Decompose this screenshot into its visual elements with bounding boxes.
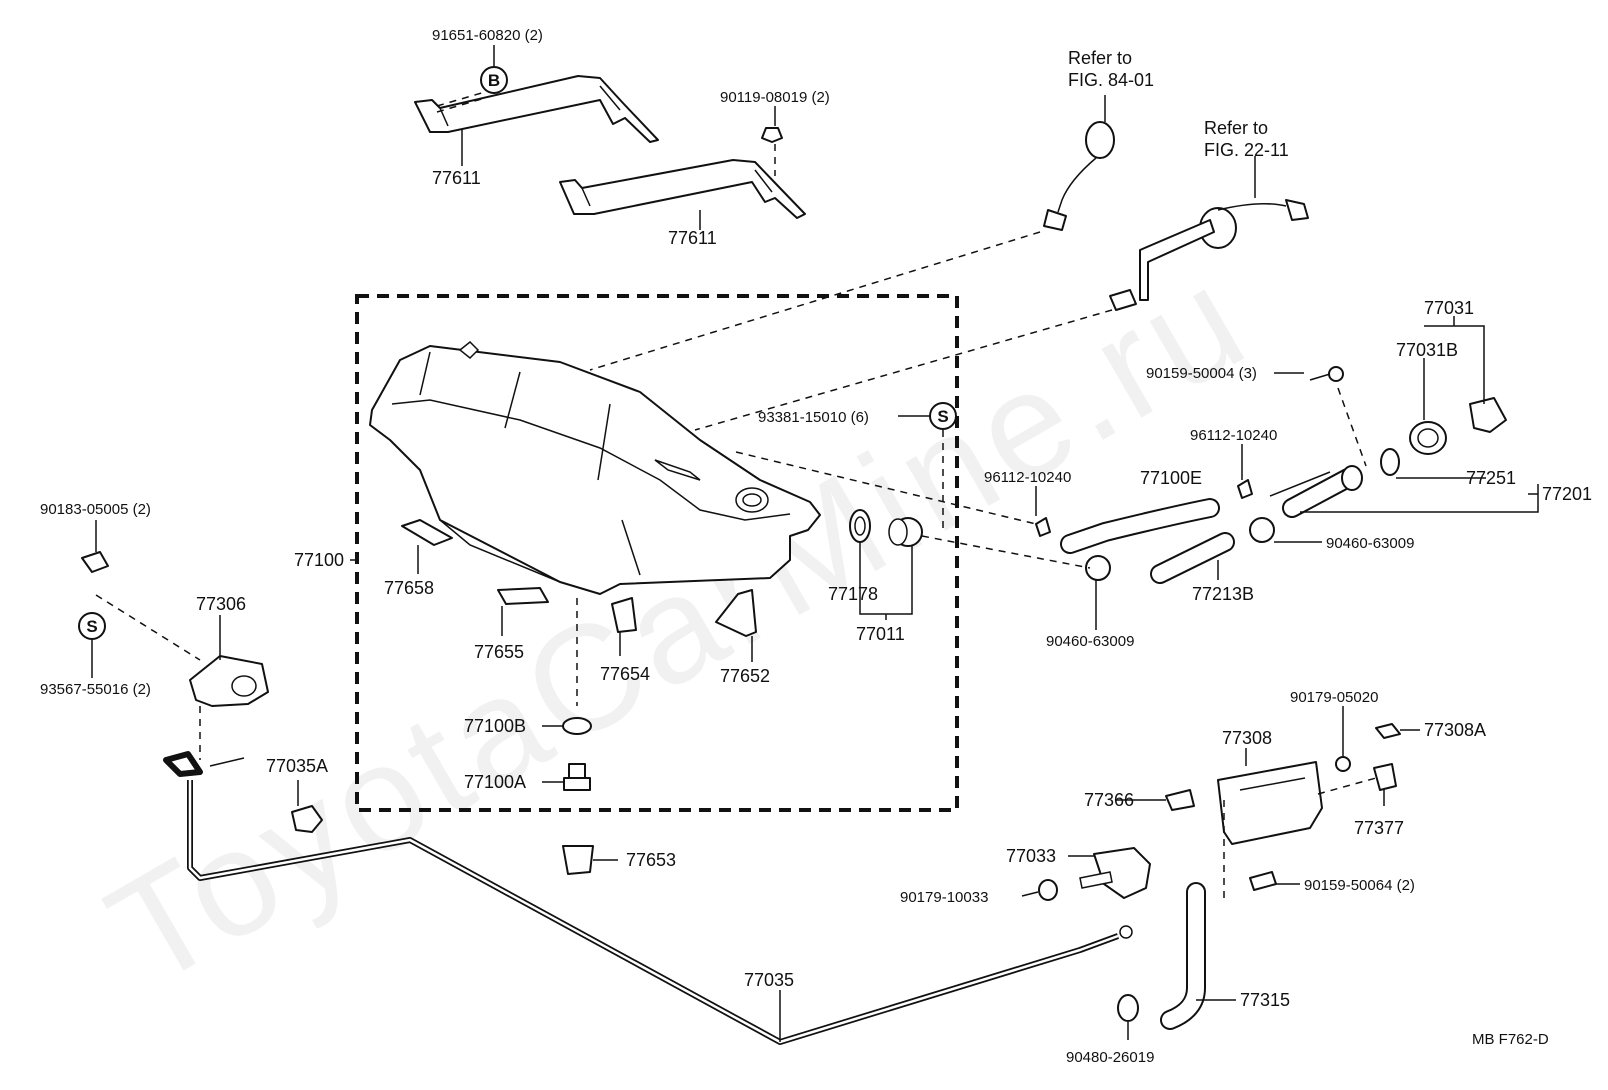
label-77201: 77201 [1542, 484, 1592, 504]
label-77658: 77658 [384, 578, 434, 598]
footer-code: MB F762-D [1472, 1031, 1549, 1048]
label-77011: 77011 [856, 624, 905, 644]
label-77178: 77178 [828, 584, 878, 604]
pad-77655 [497, 587, 549, 605]
label-77611-a: 77611 [432, 168, 481, 188]
label-77213b: 77213B [1192, 584, 1254, 604]
label-77035a: 77035A [266, 756, 328, 776]
symbol-s-tank: S [929, 402, 957, 430]
label-77033: 77033 [1006, 846, 1056, 866]
hose-clamp-90460-a [1249, 517, 1275, 543]
pad-77652 [715, 589, 757, 637]
band-bolt-icon [761, 127, 783, 176]
label-77100b: 77100B [464, 716, 526, 736]
label-77308: 77308 [1222, 728, 1272, 748]
label-90159-50004: 90159-50004 (3) [1146, 365, 1257, 382]
svg-text:S: S [86, 617, 97, 636]
cable-clamp-77035a [291, 805, 323, 833]
grommet-90179-10033 [1038, 879, 1058, 901]
label-77366: 77366 [1084, 790, 1134, 810]
label-77100e: 77100E [1140, 468, 1202, 488]
lid-spring-77377 [1373, 763, 1397, 791]
hose-clamp-90460-b [1085, 555, 1111, 581]
bumper-77308a [1375, 723, 1401, 739]
filler-pipe-77201 [1269, 465, 1363, 518]
pad-77658 [401, 519, 453, 546]
label-77031: 77031 [1424, 298, 1474, 318]
grommet-77178 [849, 509, 871, 543]
label-96112-a: 96112-10240 [984, 469, 1071, 486]
label-93567: 93567-55016 (2) [40, 681, 151, 698]
breather-hose-77100e [1060, 498, 1220, 554]
drain-plug-77100a [563, 763, 591, 791]
hose-clip-96112-b [1237, 479, 1253, 499]
opener-cable-77035 [163, 751, 1133, 1045]
label-77654: 77654 [600, 664, 650, 684]
label-77308a: 77308A [1424, 720, 1486, 740]
filler-gasket-77251 [1380, 448, 1400, 476]
tank-assembly-frame [355, 294, 959, 812]
cap-77653 [562, 845, 594, 875]
label-90159-50064: 90159-50064 (2) [1304, 877, 1415, 894]
label-ref-22-line2: FIG. 22-11 [1204, 140, 1289, 160]
filler-hose-77213b [1150, 532, 1235, 584]
lock-77033 [1079, 847, 1151, 899]
label-90179-05020: 90179-05020 [1290, 689, 1378, 706]
label-91651: 91651-60820 (2) [432, 27, 543, 44]
label-77652: 77652 [720, 666, 770, 686]
label-ref-22-line1: Refer to [1204, 118, 1268, 138]
label-90183: 90183-05005 (2) [40, 501, 151, 518]
label-90460-b: 90460-63009 [1046, 633, 1134, 650]
label-77100a: 77100A [464, 772, 526, 792]
hose-clip-96112-a [1035, 517, 1051, 537]
label-77315: 77315 [1240, 990, 1290, 1010]
label-77306: 77306 [196, 594, 246, 614]
label-77611-b: 77611 [668, 228, 717, 248]
svg-text:B: B [488, 71, 500, 90]
filler-cap-77031 [1469, 397, 1507, 433]
label-77377: 77377 [1354, 818, 1404, 838]
pad-77654 [611, 597, 637, 633]
grommet-90480 [1117, 994, 1139, 1040]
bumper-90179-05020 [1335, 756, 1351, 772]
label-77655: 77655 [474, 642, 524, 662]
clip-90183 [81, 551, 109, 573]
leader-lines [91, 45, 1539, 1042]
fuel-sender-84-01 [1043, 95, 1115, 231]
label-77031b: 77031B [1396, 340, 1458, 360]
symbol-s-left: S [78, 612, 106, 640]
fuel-lid-77308 [1217, 761, 1323, 845]
drain-gasket-77100b [562, 717, 592, 735]
drain-hose-77315 [1160, 882, 1206, 1030]
label-ref-84-line1: Refer to [1068, 48, 1132, 68]
label-ref-84-line2: FIG. 84-01 [1068, 70, 1154, 90]
fuel-tank [369, 340, 821, 595]
label-90179-10033: 90179-10033 [900, 889, 988, 906]
svg-text:S: S [937, 407, 948, 426]
label-90119: 90119-08019 (2) [720, 89, 830, 106]
label-90460-a: 90460-63009 [1326, 535, 1414, 552]
filler-cap-77031b [1409, 421, 1447, 455]
tank-band-lower [559, 159, 806, 230]
screw-90159-50004 [1309, 366, 1367, 467]
tank-band-upper [414, 75, 659, 160]
label-90480: 90480-26019 [1066, 1049, 1154, 1066]
label-77251: 77251 [1466, 468, 1516, 488]
symbol-b: B [480, 66, 508, 94]
label-96112-b: 96112-10240 [1190, 427, 1277, 444]
bolt-90159-50064 [1249, 871, 1277, 891]
opener-lever-77306 [189, 655, 269, 707]
label-77035: 77035 [744, 970, 794, 990]
label-77653: 77653 [626, 850, 676, 870]
label-93381: 93381-15010 (6) [758, 409, 869, 426]
lid-hinge-77366 [1165, 789, 1195, 811]
filler-ring-77011 [888, 517, 923, 547]
label-77100: 77100 [294, 550, 344, 570]
fuel-pump-22-11 [1109, 156, 1309, 311]
